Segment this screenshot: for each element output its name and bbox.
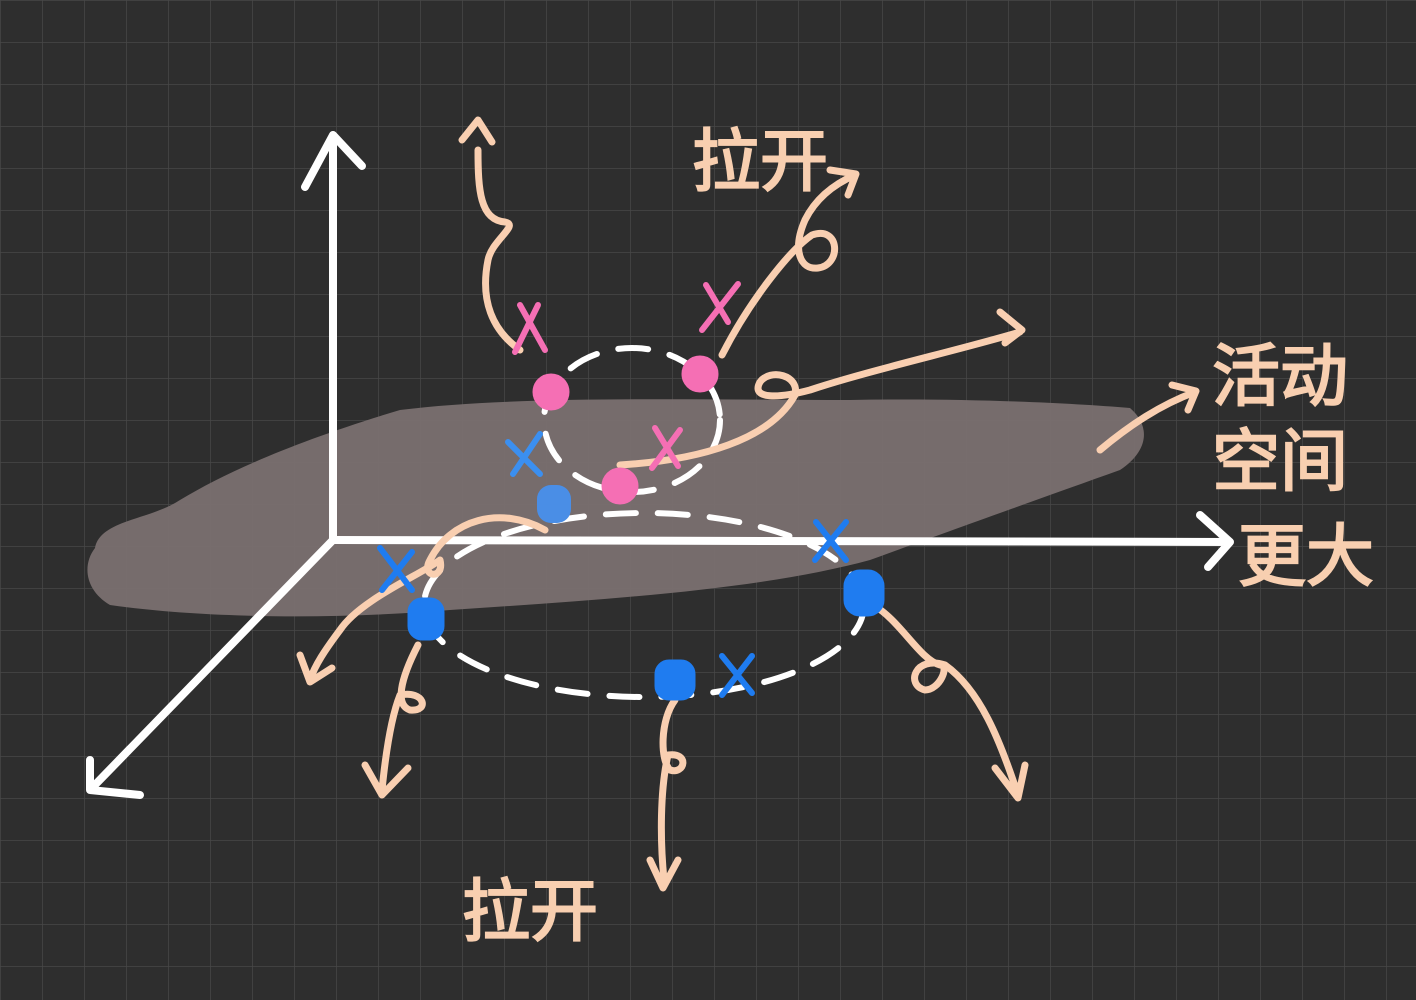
pink-point-1	[532, 373, 570, 411]
arrow-top-left	[458, 116, 524, 354]
label-bottom: 拉开	[462, 873, 598, 952]
pink-x-3	[649, 425, 683, 471]
y-axis	[86, 536, 337, 799]
label-right-2: 空间	[1212, 423, 1348, 502]
arrow-bottom-left-2	[361, 641, 426, 799]
arrow-bottom-right	[869, 601, 1029, 802]
blue-point-3	[654, 659, 696, 701]
arrow-top-right	[718, 166, 860, 359]
blue-x-4	[719, 653, 755, 698]
label-right-1: 活动	[1212, 338, 1348, 417]
blue-points	[377, 431, 885, 701]
arrow-bottom-left-1	[296, 514, 549, 686]
pull-arrows	[296, 116, 1200, 892]
blue-x-3	[812, 519, 849, 563]
arrow-bottom-middle	[646, 696, 687, 892]
blue-x-1	[505, 431, 543, 477]
pink-points	[512, 281, 741, 505]
arrow-right-middle	[616, 308, 1026, 469]
arrow-plane	[1096, 381, 1200, 454]
blue-point-1	[537, 485, 571, 523]
blue-x-2	[377, 545, 415, 593]
pink-point-3	[601, 467, 639, 505]
blue-point-4	[843, 569, 885, 617]
z-axis	[301, 131, 366, 544]
pink-point-2	[681, 355, 719, 393]
pink-x-1	[512, 302, 548, 355]
shaded-plane	[87, 399, 1144, 617]
blue-point-2	[407, 597, 445, 641]
label-right-3: 更大	[1238, 518, 1374, 597]
label-top: 拉开	[692, 123, 828, 202]
pink-x-2	[699, 281, 741, 333]
